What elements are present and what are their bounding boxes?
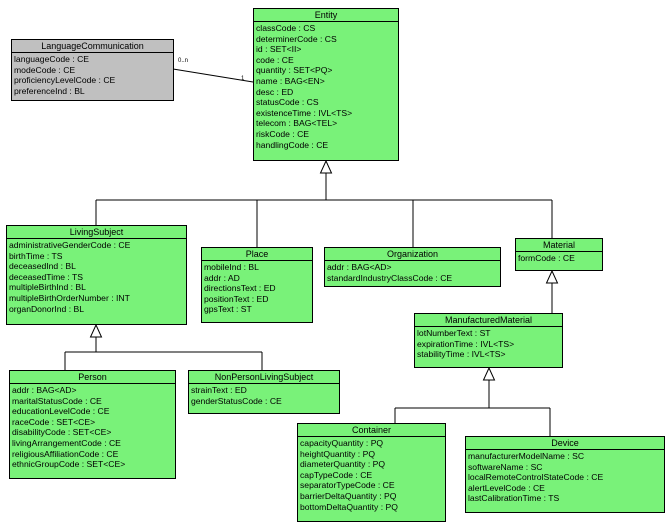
attribute: standardIndustryClassCode : CE <box>327 272 453 283</box>
multiplicity-entity: 1 <box>241 76 245 82</box>
multiplicity-language: 0..n <box>178 58 189 64</box>
attribute: educationLevelCode : CE <box>12 406 110 417</box>
attribute: administrativeGenderCode : CE <box>9 240 131 250</box>
attribute: capacityQuantity : PQ <box>300 438 384 448</box>
attribute: barrierDeltaQuantity : PQ <box>300 490 397 501</box>
association-line <box>172 68 254 83</box>
attribute: manufacturerModelName : SC <box>468 451 585 461</box>
attribute: lotNumberText : ST <box>417 328 491 338</box>
class-device[interactable]: Device manufacturerModelName : SC softwa… <box>465 436 665 513</box>
attribute: riskCode : CE <box>256 128 310 139</box>
attribute: handlingCode : CE <box>256 139 329 150</box>
attribute: religiousAffiliationCode : CE <box>12 448 119 459</box>
attribute: localRemoteControlStateCode : CE <box>468 472 604 483</box>
class-name: Organization <box>386 249 439 259</box>
attribute: ethnicGroupCode : SET<CE> <box>12 459 126 470</box>
class-place[interactable]: Place mobileInd : BL addr : AD direction… <box>201 247 313 323</box>
attribute: softwareName : SC <box>468 461 543 472</box>
attribute: id : SET<II> <box>256 44 302 55</box>
attribute: determinerCode : CS <box>256 33 337 44</box>
attribute: directionsText : ED <box>204 283 276 294</box>
attribute: disabilityCode : SET<CE> <box>12 427 112 438</box>
class-name: LanguageCommunication <box>41 41 144 51</box>
class-language-communication[interactable]: LanguageCommunication languageCode : CE … <box>11 39 174 101</box>
inheritance-arrow-manufacturedmaterial <box>482 366 496 381</box>
attribute: capTypeCode : CE <box>300 469 373 480</box>
attribute: lastCalibrationTime : TS <box>468 493 560 504</box>
attribute: positionText : ED <box>204 293 269 304</box>
attribute: bottomDeltaQuantity : PQ <box>300 501 398 512</box>
attribute: existenceTime : IVL<TS> <box>256 107 353 118</box>
attribute: code : CE <box>256 54 294 65</box>
attribute: modeCode : CE <box>14 64 76 75</box>
class-name: Entity <box>314 10 338 20</box>
attribute: statusCode : CS <box>256 97 319 108</box>
attribute: addr : BAG<AD> <box>327 262 392 272</box>
class-person[interactable]: Person addr : BAG<AD> maritalStatusCode … <box>9 370 176 479</box>
attribute: deceasedInd : BL <box>9 261 76 272</box>
attribute: birthTime : TS <box>9 250 63 261</box>
attribute: stabilityTime : IVL<TS> <box>417 349 506 360</box>
attribute: gpsText : ST <box>204 304 252 315</box>
attribute: expirationTime : IVL<TS> <box>417 338 515 349</box>
class-name: Container <box>351 425 392 435</box>
attribute: raceCode : SET<CE> <box>12 416 96 427</box>
attribute: deceasedTime : TS <box>9 271 84 282</box>
class-name: ManufacturedMaterial <box>444 315 533 325</box>
attribute: organDonorInd : BL <box>9 303 85 314</box>
inheritance-arrow-entity <box>319 159 333 174</box>
class-name: Device <box>551 438 579 448</box>
class-name: Material <box>542 240 575 250</box>
attribute: genderStatusCode : CE <box>191 395 282 406</box>
class-name: Place <box>245 249 269 259</box>
attribute: multipleBirthInd : BL <box>9 282 86 293</box>
attribute: proficiencyLevelCode : CE <box>14 75 116 86</box>
class-material[interactable]: Material formCode : CE <box>515 238 603 271</box>
inheritance-arrow-material <box>545 269 559 284</box>
class-organization[interactable]: Organization addr : BAG<AD> standardIndu… <box>324 247 501 287</box>
attribute: strainText : ED <box>191 385 247 395</box>
class-container[interactable]: Container capacityQuantity : PQ heightQu… <box>297 423 446 522</box>
attribute: heightQuantity : PQ <box>300 448 375 459</box>
attribute: livingArrangementCode : CE <box>12 437 121 448</box>
attribute: alertLevelCode : CE <box>468 482 545 493</box>
attribute: preferenceInd : BL <box>14 85 85 96</box>
attribute: classCode : CS <box>256 23 316 33</box>
attribute: name : BAG<EN> <box>256 75 325 86</box>
class-living-subject[interactable]: LivingSubject administrativeGenderCode :… <box>6 225 187 325</box>
attribute: formCode : CE <box>518 253 575 263</box>
inheritance-arrow-livingsubject <box>89 323 103 338</box>
attribute: maritalStatusCode : CE <box>12 395 102 406</box>
attribute: separatorTypeCode : CE <box>300 480 395 491</box>
attribute: multipleBirthOrderNumber : INT <box>9 292 130 303</box>
attribute: languageCode : CE <box>14 54 90 64</box>
attribute: mobileInd : BL <box>204 262 259 272</box>
attribute: addr : AD <box>204 272 240 283</box>
class-non-person-living-subject[interactable]: NonPersonLivingSubject strainText : ED g… <box>188 370 340 414</box>
class-manufactured-material[interactable]: ManufacturedMaterial lotNumberText : ST … <box>414 313 563 368</box>
class-name: LivingSubject <box>69 227 124 237</box>
attribute: diameterQuantity : PQ <box>300 459 386 470</box>
class-entity[interactable]: Entity classCode : CS determinerCode : C… <box>253 8 399 161</box>
class-name: NonPersonLivingSubject <box>214 372 314 382</box>
attribute: telecom : BAG<TEL> <box>256 118 338 129</box>
class-name: Person <box>78 372 107 382</box>
attribute: quantity : SET<PQ> <box>256 65 333 76</box>
attribute: desc : ED <box>256 86 294 97</box>
attribute: addr : BAG<AD> <box>12 385 77 395</box>
